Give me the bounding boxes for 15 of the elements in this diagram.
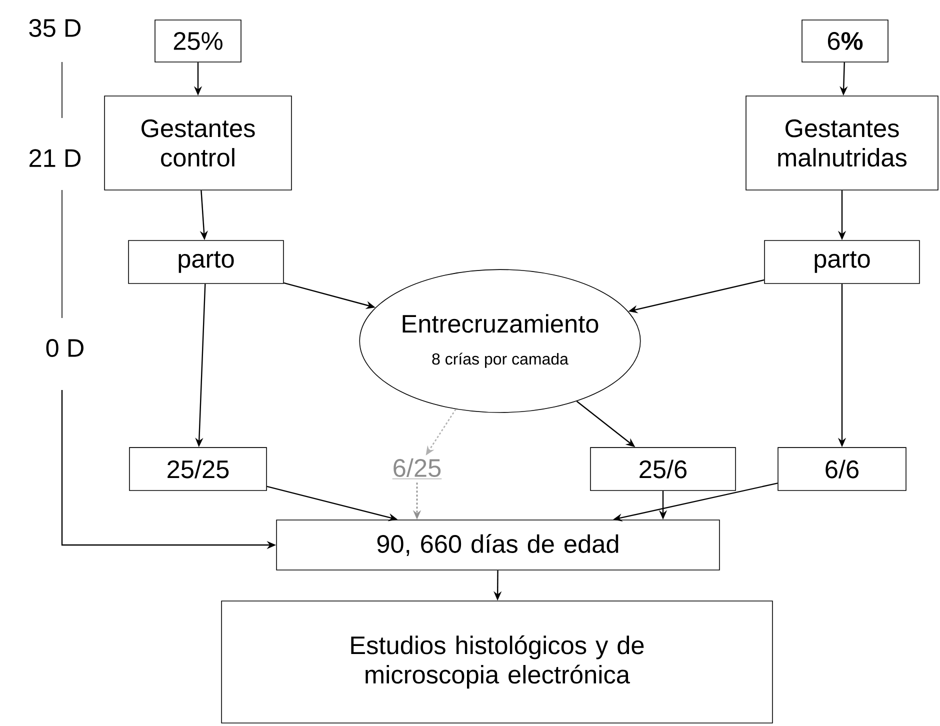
process-box: 90, 660 días de edad [276,520,720,570]
process-box: Gestantes control [104,96,292,190]
timeline-label: 35 D [29,19,81,37]
process-box: 25% [154,20,242,62]
timeline-label: 21 D [30,149,81,167]
node-text: 6/25 [392,458,442,480]
process-box: 6/6 [778,447,906,491]
process-box: 6% [802,20,888,62]
process-box: Gestantes malnutridas [746,96,938,190]
process-box: Estudios histológicos y de microscopia electrónica [221,600,773,724]
process-box: parto [764,240,920,284]
process-box: parto [128,240,284,284]
process-box: 25/25 [129,447,267,491]
process-box: 25/6 [590,447,736,491]
timeline-label: 0 D [46,339,84,357]
